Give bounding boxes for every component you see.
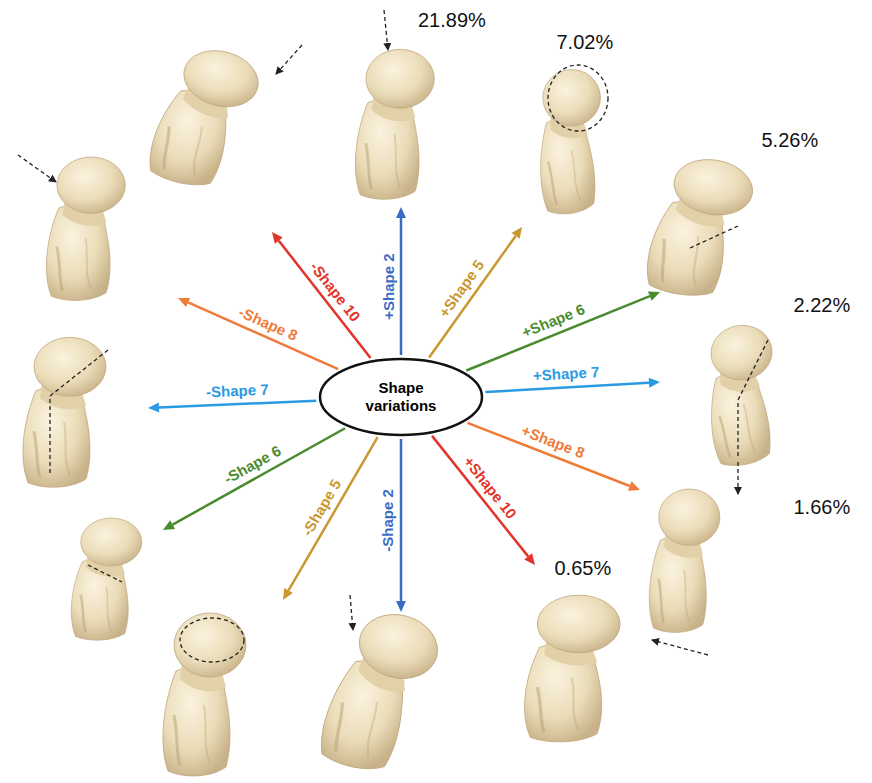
arrow-shaft bbox=[485, 383, 649, 392]
arrow-label: -Shape 6 bbox=[221, 442, 284, 487]
arrow-head bbox=[648, 291, 660, 300]
variance-percent: 2.22% bbox=[794, 294, 851, 317]
bone-plus-shape-6 bbox=[643, 151, 757, 303]
dashed-line bbox=[738, 340, 768, 458]
bone-minus-shape-8 bbox=[46, 157, 125, 300]
arrow-label: -Shape 10 bbox=[307, 258, 364, 324]
arrow-shaft bbox=[289, 437, 378, 590]
arrow-label: +Shape 2 bbox=[379, 253, 396, 319]
arrow-head bbox=[178, 298, 190, 307]
arrow-label: +Shape 5 bbox=[435, 257, 487, 321]
center-ellipse: Shape variations bbox=[318, 357, 484, 437]
pointer-arrow bbox=[737, 462, 738, 494]
dashed-line bbox=[50, 350, 108, 476]
arrow-head bbox=[628, 481, 640, 490]
arrow-shaft bbox=[432, 436, 528, 557]
arrow-shaft bbox=[429, 236, 516, 358]
shape-arrow bbox=[148, 401, 316, 413]
ellipse-shape bbox=[320, 359, 482, 435]
arrow-label: +Shape 6 bbox=[519, 300, 587, 341]
arrow-head bbox=[283, 588, 293, 600]
arrow-shaft bbox=[400, 439, 403, 601]
bone-plus-shape-5 bbox=[532, 67, 611, 216]
node-label: Shape variations bbox=[351, 379, 451, 415]
shape-arrow bbox=[178, 298, 338, 369]
arrow-label: -Shape 7 bbox=[205, 381, 268, 401]
dashed-line bbox=[88, 565, 122, 582]
arrow-head bbox=[163, 520, 175, 530]
variance-percent: 1.66% bbox=[794, 496, 851, 519]
bone-minus-shape-5 bbox=[163, 613, 246, 776]
arrow-label: -Shape 2 bbox=[379, 489, 396, 552]
bone-plus-shape-10 bbox=[525, 595, 621, 742]
variance-percent: 5.26% bbox=[762, 129, 819, 152]
bone-minus-shape-7 bbox=[23, 337, 106, 487]
arrow-shaft bbox=[188, 302, 338, 369]
bone-minus-shape-6 bbox=[71, 518, 142, 640]
bone-plus-shape-7 bbox=[698, 321, 787, 468]
arrow-head bbox=[396, 601, 406, 612]
arrow-head bbox=[524, 553, 535, 565]
arrow-label: -Shape 5 bbox=[298, 476, 344, 539]
arrow-head bbox=[396, 207, 406, 218]
shape-arrow bbox=[432, 436, 535, 565]
dashed-outline bbox=[548, 65, 608, 131]
dashed-line bbox=[690, 226, 738, 248]
bone-plus-shape-8 bbox=[649, 489, 720, 632]
variance-percent: 0.65% bbox=[555, 557, 612, 580]
pointer-arrow bbox=[350, 595, 353, 630]
shape-arrow bbox=[396, 439, 406, 612]
pointer-arrow bbox=[276, 45, 302, 74]
bone-minus-shape-2 bbox=[315, 603, 445, 781]
variance-percent: 21.89% bbox=[418, 9, 486, 32]
arrow-shaft bbox=[159, 401, 316, 408]
shape-arrow bbox=[466, 291, 660, 370]
arrow-head bbox=[649, 378, 660, 388]
arrow-label: +Shape 10 bbox=[461, 453, 521, 522]
pointer-arrow bbox=[652, 640, 708, 655]
pointer-arrow bbox=[18, 155, 56, 182]
arrow-label: -Shape 8 bbox=[236, 303, 300, 344]
bone-plus-shape-2 bbox=[355, 49, 434, 199]
variance-percent: 7.02% bbox=[557, 31, 614, 54]
arrow-shaft bbox=[400, 218, 403, 355]
bone-minus-shape-10 bbox=[144, 40, 264, 196]
arrow-head bbox=[512, 227, 522, 239]
shape-arrow bbox=[283, 437, 378, 600]
arrow-shaft bbox=[466, 296, 649, 370]
arrow-head bbox=[148, 403, 159, 413]
pointer-arrow bbox=[384, 10, 388, 50]
shape-arrow bbox=[396, 207, 406, 355]
dashed-outline bbox=[180, 618, 244, 662]
arrow-label: +Shape 8 bbox=[520, 422, 588, 462]
dashed-markers bbox=[18, 10, 768, 662]
arrow-head bbox=[272, 232, 283, 244]
shape-arrow bbox=[429, 227, 522, 358]
arrow-label: +Shape 7 bbox=[533, 363, 600, 384]
